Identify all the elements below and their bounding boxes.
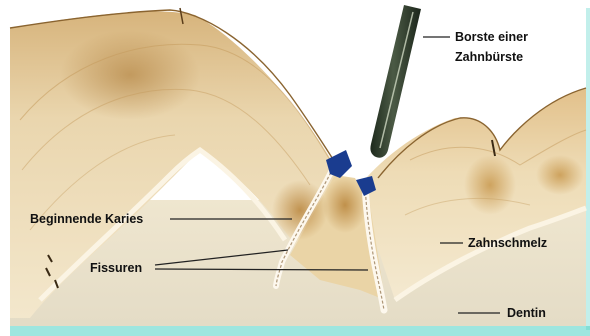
stain-far-right xyxy=(536,155,584,195)
stain-right xyxy=(464,155,516,215)
label-bristle-line2: Zahnbürste xyxy=(455,50,523,64)
frame-bottom-accent xyxy=(10,326,590,336)
stain-top-left xyxy=(60,30,200,120)
label-enamel: Zahnschmelz xyxy=(468,236,547,250)
label-bristle-line1: Borste einer xyxy=(455,30,528,44)
label-dentin: Dentin xyxy=(507,306,546,320)
frame-right-accent xyxy=(586,8,590,330)
label-early-caries: Beginnende Karies xyxy=(30,212,143,226)
label-fissures: Fissuren xyxy=(90,261,142,275)
